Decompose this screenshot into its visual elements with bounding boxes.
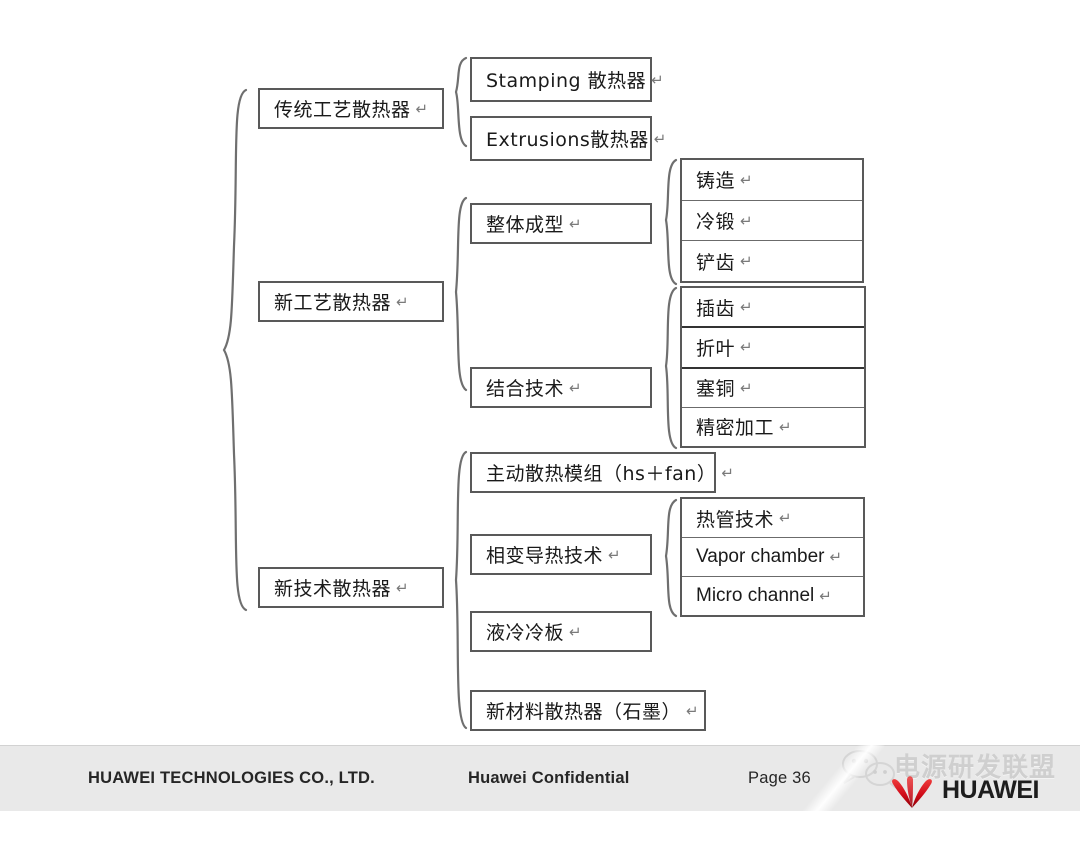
row-label: 冷锻 — [696, 211, 736, 233]
node-label: 主动散热模组（hs＋fan） — [486, 463, 717, 485]
row-label: 铲齿 — [696, 251, 736, 274]
heatsink-taxonomy-diagram: 传统工艺散热器↵ 新工艺散热器↵ 新技术散热器↵ Stamping 散热器↵ E… — [222, 56, 866, 731]
row-vapor-chamber[interactable]: Vapor chamber↵ — [682, 538, 863, 577]
cr-mark: ↵ — [740, 338, 754, 357]
node-label: 结合技术 — [486, 378, 565, 400]
cr-mark: ↵ — [779, 509, 793, 527]
row-casting[interactable]: 铸造↵ — [682, 160, 862, 201]
cr-mark: ↵ — [686, 701, 700, 720]
watermark-cn-text: 电源研发联盟 — [894, 753, 1057, 783]
cr-mark: ↵ — [819, 587, 832, 605]
cr-mark: ↵ — [779, 417, 793, 436]
group-phase-change-children: 热管技术↵ Vapor chamber↵ Micro channel↵ — [680, 497, 865, 617]
node-stamping-heatsink[interactable]: Stamping 散热器↵ — [470, 57, 664, 102]
cr-mark: ↵ — [653, 129, 667, 148]
cr-mark: ↵ — [721, 463, 735, 482]
cr-mark: ↵ — [569, 378, 583, 397]
cr-mark: ↵ — [396, 578, 410, 597]
footer-page-number: Page 36 — [748, 769, 811, 787]
row-label: 插齿 — [696, 297, 736, 320]
cr-mark: ↵ — [740, 252, 754, 271]
node-label: 液冷冷板 — [486, 622, 565, 644]
node-traditional-heatsink[interactable]: 传统工艺散热器↵ — [258, 88, 444, 129]
row-label: 热管技术 — [696, 508, 775, 531]
row-label: 铸造 — [696, 170, 736, 193]
cr-mark: ↵ — [415, 99, 429, 118]
node-label: Extrusions散热器 — [486, 129, 649, 151]
node-label: 新工艺散热器 — [274, 292, 392, 314]
group-integral-forming-children: 铸造↵ 冷锻↵ 铲齿↵ — [680, 158, 864, 283]
node-active-cooling-module[interactable]: 主动散热模组（hs＋fan）↵ — [470, 452, 734, 493]
node-label: Stamping 散热器 — [486, 70, 647, 92]
node-new-process-heatsink[interactable]: 新工艺散热器↵ — [258, 281, 444, 322]
row-label: 折叶 — [696, 337, 736, 360]
cr-mark: ↵ — [569, 214, 583, 233]
node-label: 新技术散热器 — [274, 578, 392, 600]
watermark-overlay: 电源研发联盟 HUAWEI — [795, 720, 1076, 843]
cr-mark: ↵ — [569, 622, 583, 641]
cr-mark: ↵ — [651, 70, 665, 89]
slide-footer: HUAWEI TECHNOLOGIES CO., LTD. Huawei Con… — [0, 745, 1080, 811]
row-cold-forging[interactable]: 冷锻↵ — [682, 201, 862, 242]
node-label: 整体成型 — [486, 214, 565, 236]
huawei-flower-mark — [892, 776, 932, 808]
row-heat-pipe-technology[interactable]: 热管技术↵ — [682, 499, 863, 538]
cr-mark: ↵ — [608, 545, 622, 564]
node-new-technology-heatsink[interactable]: 新技术散热器↵ — [258, 567, 444, 608]
node-bonding-technology[interactable]: 结合技术↵ — [470, 367, 652, 408]
node-integral-forming[interactable]: 整体成型↵ — [470, 203, 652, 244]
row-label: 精密加工 — [696, 417, 775, 440]
row-label: Vapor chamber — [696, 546, 825, 567]
node-label: 传统工艺散热器 — [274, 99, 411, 121]
cr-mark: ↵ — [829, 548, 843, 566]
footer-confidentiality-label: Huawei Confidential — [468, 769, 630, 787]
cr-mark: ↵ — [740, 298, 754, 317]
cr-mark: ↵ — [740, 211, 754, 230]
row-fin-insertion[interactable]: 插齿↵ — [682, 288, 864, 329]
huawei-logo: HUAWEI — [884, 775, 1074, 809]
group-bonding-technology-children: 插齿↵ 折叶↵ 塞铜↵ 精密加工↵ — [680, 286, 866, 448]
row-label: Micro channel — [696, 585, 815, 606]
row-skiving[interactable]: 铲齿↵ — [682, 241, 862, 281]
node-liquid-cold-plate[interactable]: 液冷冷板↵ — [470, 611, 652, 652]
row-precision-machining[interactable]: 精密加工↵ — [682, 408, 864, 446]
cr-mark: ↵ — [740, 170, 754, 189]
node-new-material-heatsink[interactable]: 新材料散热器（石墨）↵ — [470, 690, 706, 731]
cr-mark: ↵ — [740, 378, 754, 397]
row-micro-channel[interactable]: Micro channel↵ — [682, 577, 863, 615]
row-folded-fin[interactable]: 折叶↵ — [682, 328, 864, 369]
cr-mark: ↵ — [396, 292, 410, 311]
row-copper-insert[interactable]: 塞铜↵ — [682, 369, 864, 408]
huawei-wordmark: HUAWEI — [942, 776, 1040, 804]
slide-canvas: 传统工艺散热器↵ 新工艺散热器↵ 新技术散热器↵ Stamping 散热器↵ E… — [0, 56, 1080, 843]
node-phase-change-heat-conduction[interactable]: 相变导热技术↵ — [470, 534, 652, 575]
footer-company-name: HUAWEI TECHNOLOGIES CO., LTD. — [88, 769, 375, 787]
node-label: 相变导热技术 — [486, 545, 604, 567]
row-label: 塞铜 — [696, 378, 736, 401]
node-extrusions-heatsink[interactable]: Extrusions散热器↵ — [470, 116, 666, 161]
node-label: 新材料散热器（石墨） — [486, 701, 682, 723]
